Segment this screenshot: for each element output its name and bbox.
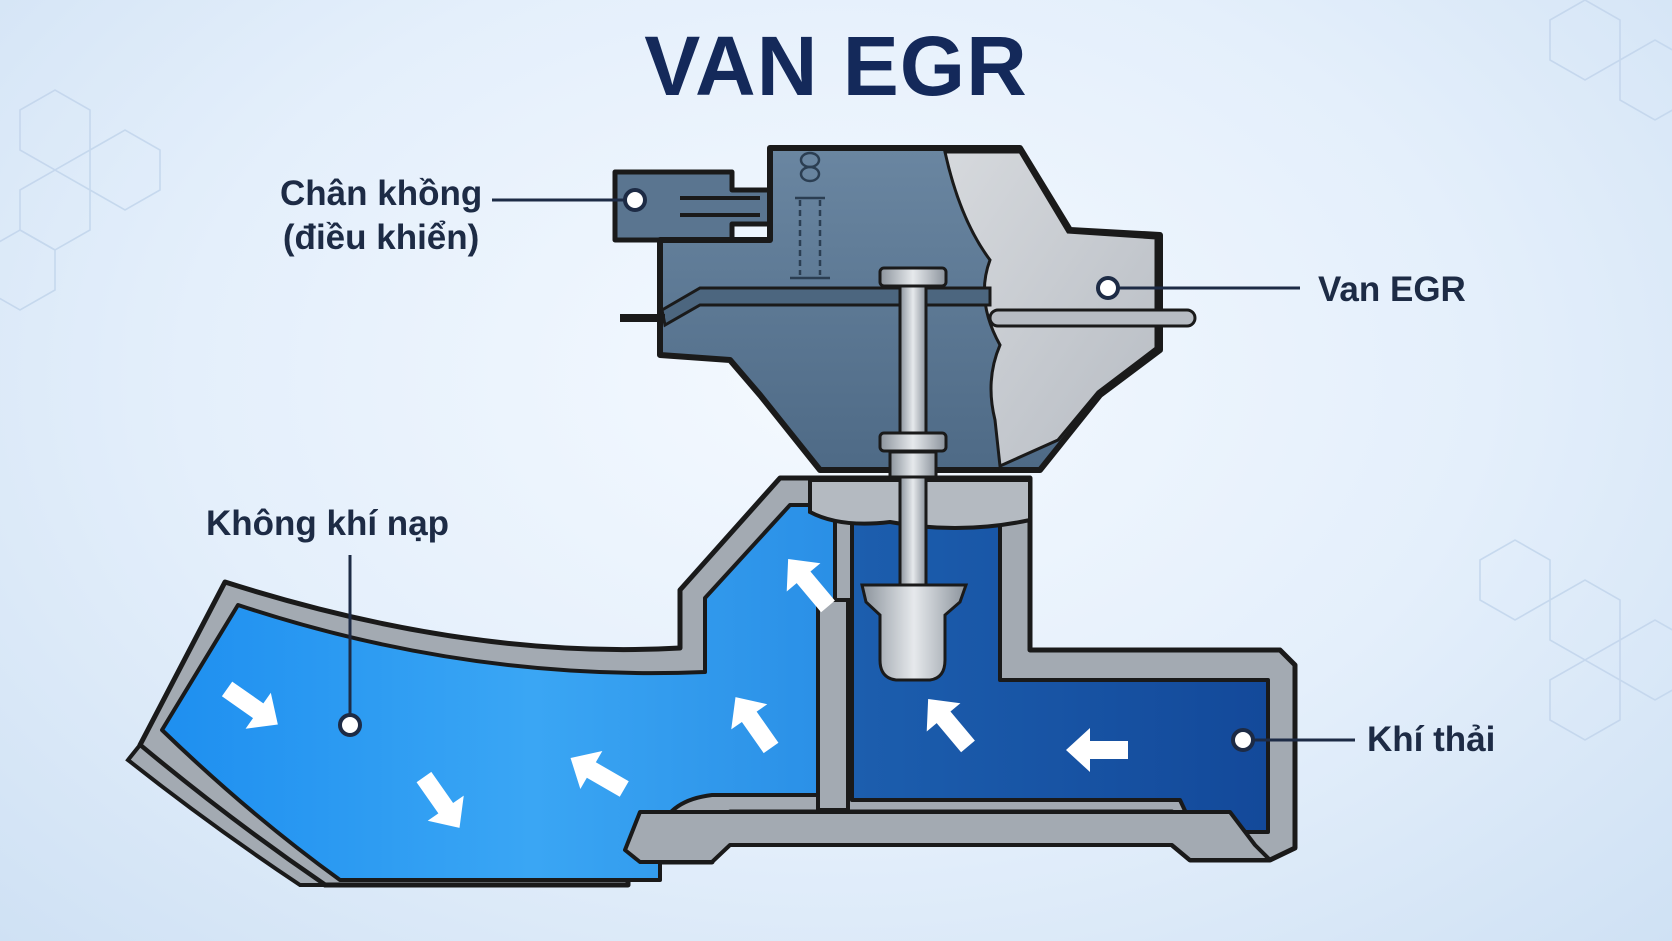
intake-air-channel bbox=[160, 503, 837, 882]
actuator-rod bbox=[988, 308, 1197, 328]
spring-icon bbox=[790, 151, 830, 280]
label-exhaust-gas: Khí thải bbox=[1367, 720, 1496, 759]
stem-cap bbox=[878, 266, 948, 288]
flow-arrows bbox=[221, 558, 1128, 828]
flow-arrow-icon bbox=[1066, 728, 1128, 772]
label-egr-valve: Van EGR bbox=[1318, 270, 1466, 309]
flow-arrow-icon bbox=[926, 698, 975, 753]
intake-lower-wall bbox=[125, 742, 332, 887]
flow-arrow-icon bbox=[570, 750, 629, 797]
poppet-valve-head bbox=[860, 583, 969, 682]
label-vacuum-port-line1: Chân khồng bbox=[280, 174, 483, 213]
flow-arrow-icon bbox=[731, 697, 779, 754]
label-intake-air: Không khí nạp bbox=[206, 504, 450, 543]
hexagon-pattern-icon bbox=[0, 0, 1672, 741]
stem-guide bbox=[888, 450, 938, 479]
flow-arrow-icon bbox=[786, 558, 835, 613]
stem-collar bbox=[878, 431, 948, 453]
flow-arrow-icon bbox=[416, 771, 464, 828]
callout-dot-icon bbox=[338, 713, 362, 737]
label-vacuum-port: Chân khồng (điều khiển) bbox=[280, 172, 482, 260]
callout-dot-icon bbox=[1231, 728, 1255, 752]
flow-arrow-icon bbox=[221, 681, 278, 729]
callouts bbox=[338, 188, 1355, 752]
label-vacuum-port-line2: (điều khiển) bbox=[282, 217, 480, 257]
diagram-title: VAN EGR bbox=[644, 19, 1028, 113]
center-divider-wall bbox=[816, 598, 850, 812]
callout-dot-icon bbox=[1096, 276, 1120, 300]
housing-base bbox=[623, 810, 1272, 864]
callout-dot-icon bbox=[623, 188, 647, 212]
